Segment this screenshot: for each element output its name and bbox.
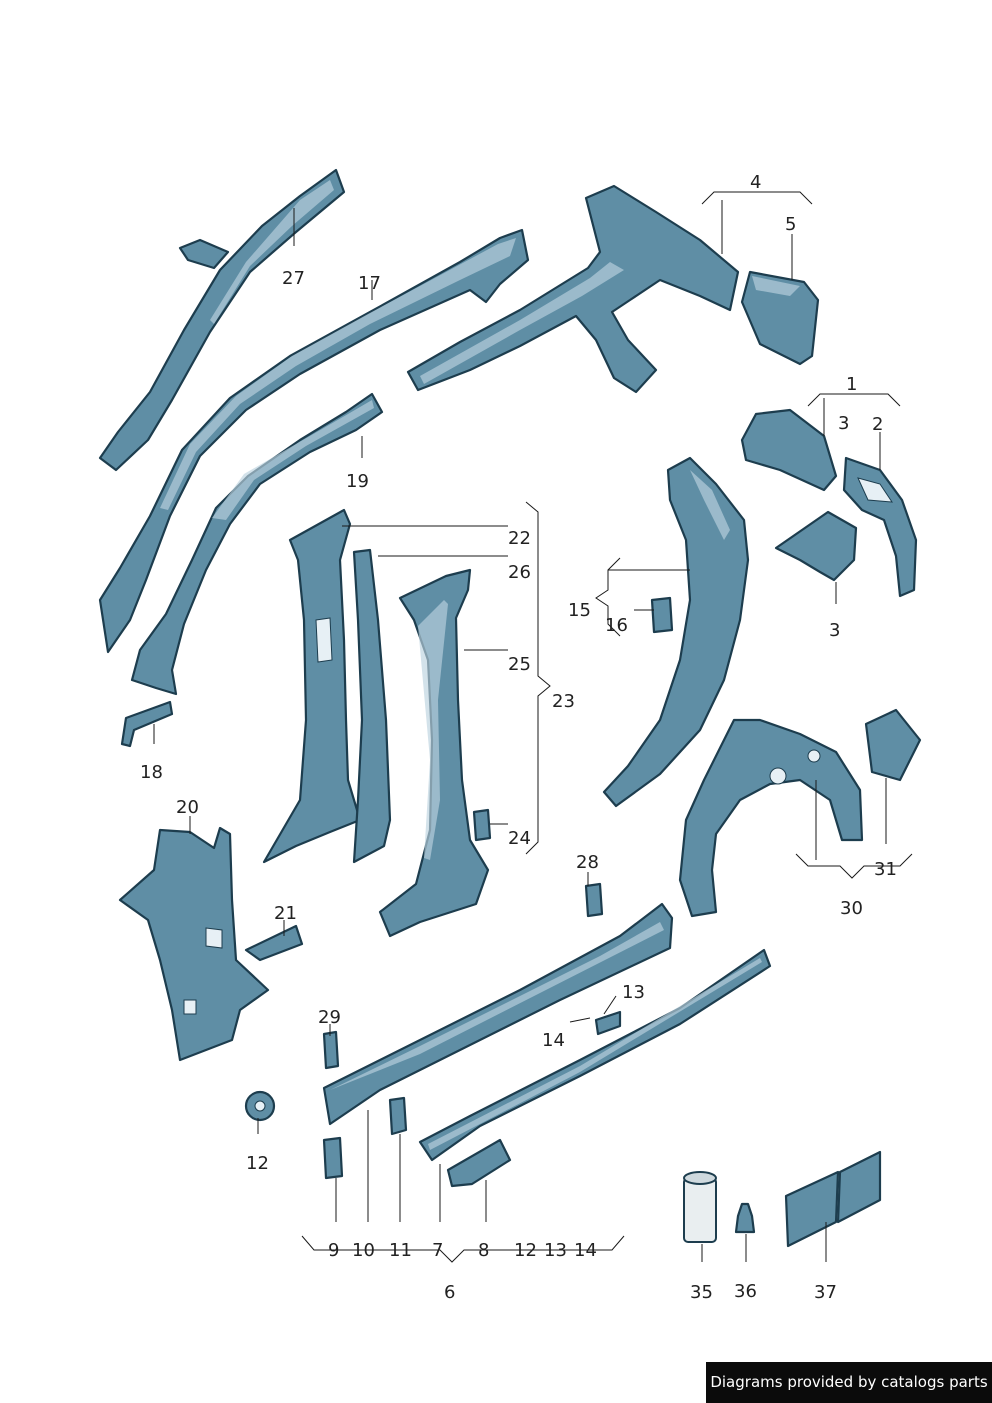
callout-27: 27: [282, 268, 305, 289]
callout-31: 31: [874, 859, 897, 880]
callout-24: 24: [508, 828, 531, 849]
callout-12-group: 12: [514, 1240, 537, 1261]
part-17-roof-rail: [98, 228, 530, 654]
callout-23: 23: [552, 691, 575, 712]
callout-19: 19: [346, 471, 369, 492]
part-26-b-pillar-strip: [352, 548, 392, 864]
callout-2: 2: [872, 414, 883, 435]
callout-9: 9: [328, 1240, 339, 1261]
callout-13: 13: [622, 982, 645, 1003]
part-10-outer-sill: [322, 902, 674, 1126]
part-16-small-bracket: [650, 596, 674, 634]
part-24-clip: [472, 808, 492, 842]
part-35-sealant-can: [683, 1171, 717, 1243]
part-27-front-pillar: [98, 168, 346, 472]
callout-16: 16: [605, 615, 628, 636]
callout-6: 6: [444, 1282, 455, 1303]
part-5-corner-bracket: [740, 270, 820, 366]
part-25-b-pillar-inner: [378, 568, 490, 938]
part-15-quarter-inner: [602, 456, 750, 808]
part-30-wheel-housing: [678, 718, 864, 918]
callout-14-group: 14: [574, 1240, 597, 1261]
callout-22: 22: [508, 528, 531, 549]
part-37-sheet: [784, 1150, 882, 1248]
part-28-clip: [584, 882, 604, 918]
callout-15: 15: [568, 600, 591, 621]
leader-lines: [153, 191, 913, 1263]
callout-17: 17: [358, 273, 381, 294]
callout-11: 11: [389, 1240, 412, 1261]
catalog-credit: Diagrams provided by catalogs parts: [706, 1362, 992, 1403]
part-12-fastener: [244, 1090, 276, 1122]
callout-1: 1: [846, 374, 857, 395]
callout-28: 28: [576, 852, 599, 873]
part-7-inner-sill: [418, 948, 772, 1162]
part-31-bracket: [864, 708, 922, 782]
part-36-plug: [734, 1202, 756, 1234]
part-18-bracket: [120, 700, 174, 748]
callout-4: 4: [750, 172, 761, 193]
callout-8: 8: [478, 1240, 489, 1261]
part-4-rear-frame: [406, 184, 740, 394]
callout-25: 25: [508, 654, 531, 675]
callout-29: 29: [318, 1007, 341, 1028]
callout-10: 10: [352, 1240, 375, 1261]
callout-37: 37: [814, 1282, 837, 1303]
part-9-clip: [322, 1136, 344, 1180]
callout-7: 7: [432, 1240, 443, 1261]
part-13-clip: [594, 1010, 622, 1036]
callout-35: 35: [690, 1282, 713, 1303]
callout-13-group: 13: [544, 1240, 567, 1261]
part-8-sill-bracket: [446, 1138, 512, 1188]
part-3-lower-bracket: [774, 510, 858, 582]
callout-20: 20: [176, 797, 199, 818]
callout-30: 30: [840, 898, 863, 919]
callout-14: 14: [542, 1030, 565, 1051]
callout-5: 5: [785, 214, 796, 235]
part-20-a-pillar-lower: [118, 826, 270, 1062]
part-3-upper-bracket: [740, 408, 838, 492]
part-19-inner-rail: [130, 392, 384, 696]
callout-12: 12: [246, 1153, 269, 1174]
part-2-wheel-arch-panel: [842, 456, 918, 598]
part-21-bracket: [244, 924, 304, 962]
callout-36: 36: [734, 1281, 757, 1302]
callout-18: 18: [140, 762, 163, 783]
callout-26: 26: [508, 562, 531, 583]
part-11-clip: [388, 1096, 408, 1136]
part-29-clip: [322, 1030, 340, 1070]
callout-3-upper: 3: [838, 413, 849, 434]
part-22-b-pillar: [262, 508, 362, 864]
callout-3-lower: 3: [829, 620, 840, 641]
callout-21: 21: [274, 903, 297, 924]
